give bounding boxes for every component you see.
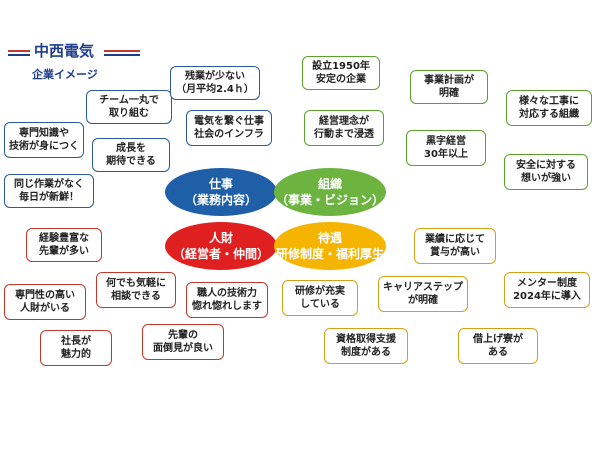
item-growth: 成長を 期待できる [92, 138, 170, 172]
item-experienced: 経験豊富な 先輩が多い [26, 228, 102, 262]
item-specialists: 専門性の高い 人財がいる [4, 284, 86, 320]
item-various: 様々な工事に 対応する組織 [506, 90, 592, 126]
category-work: 仕事 （業務内容） [165, 168, 277, 216]
item-overtime: 残業が少ない （月平均2.4ｈ） [170, 66, 260, 100]
header: 中西電気 企業イメージ [8, 42, 148, 82]
header-line-right [104, 50, 140, 52]
item-dorm: 借上げ寮が ある [458, 328, 538, 364]
item-infra: 電気を繋ぐ仕事 社会のインフラ [186, 110, 272, 146]
company-subtitle: 企業イメージ [32, 68, 98, 81]
header-line-right-blue [104, 54, 140, 56]
item-bonus: 業績に応じて 賞与が高い [414, 228, 496, 264]
header-line-top [8, 50, 30, 52]
header-line-top-blue [8, 54, 30, 56]
item-training: 研修が充実 している [282, 280, 358, 316]
item-license: 資格取得支援 制度がある [324, 328, 408, 364]
item-fresh: 同じ作業がなく 毎日が新鮮！ [4, 174, 94, 208]
company-title: 中西電気 [34, 42, 95, 60]
category-org: 組織 （事業・ビジョン） [274, 168, 386, 216]
item-seniors: 先輩の 面倒見が良い [142, 324, 224, 360]
item-mentor: メンター制度 2024年に導入 [504, 272, 590, 308]
item-founded: 設立1950年 安定の企業 [302, 56, 380, 90]
item-career: キャリアステップ が明確 [378, 276, 468, 312]
category-people: 人財 （経営者・仲間） [165, 222, 277, 270]
item-plan: 事業計画が 明確 [410, 70, 488, 104]
item-president: 社長が 魅力的 [40, 330, 112, 366]
item-team: チーム一丸で 取り組む [86, 90, 172, 124]
item-craftsman: 職人の技術力 惚れ惚れします [186, 282, 268, 318]
category-benefits: 待遇 研修制度・福利厚生 [274, 222, 386, 270]
item-profit: 黒字経営 30年以上 [406, 130, 486, 166]
item-skills: 専門知識や 技術が身につく [4, 122, 84, 158]
item-consult: 何でも気軽に 相談できる [96, 272, 176, 308]
item-philosophy: 経営理念が 行動まで浸透 [304, 110, 384, 146]
item-safety: 安全に対する 想いが強い [504, 154, 588, 190]
